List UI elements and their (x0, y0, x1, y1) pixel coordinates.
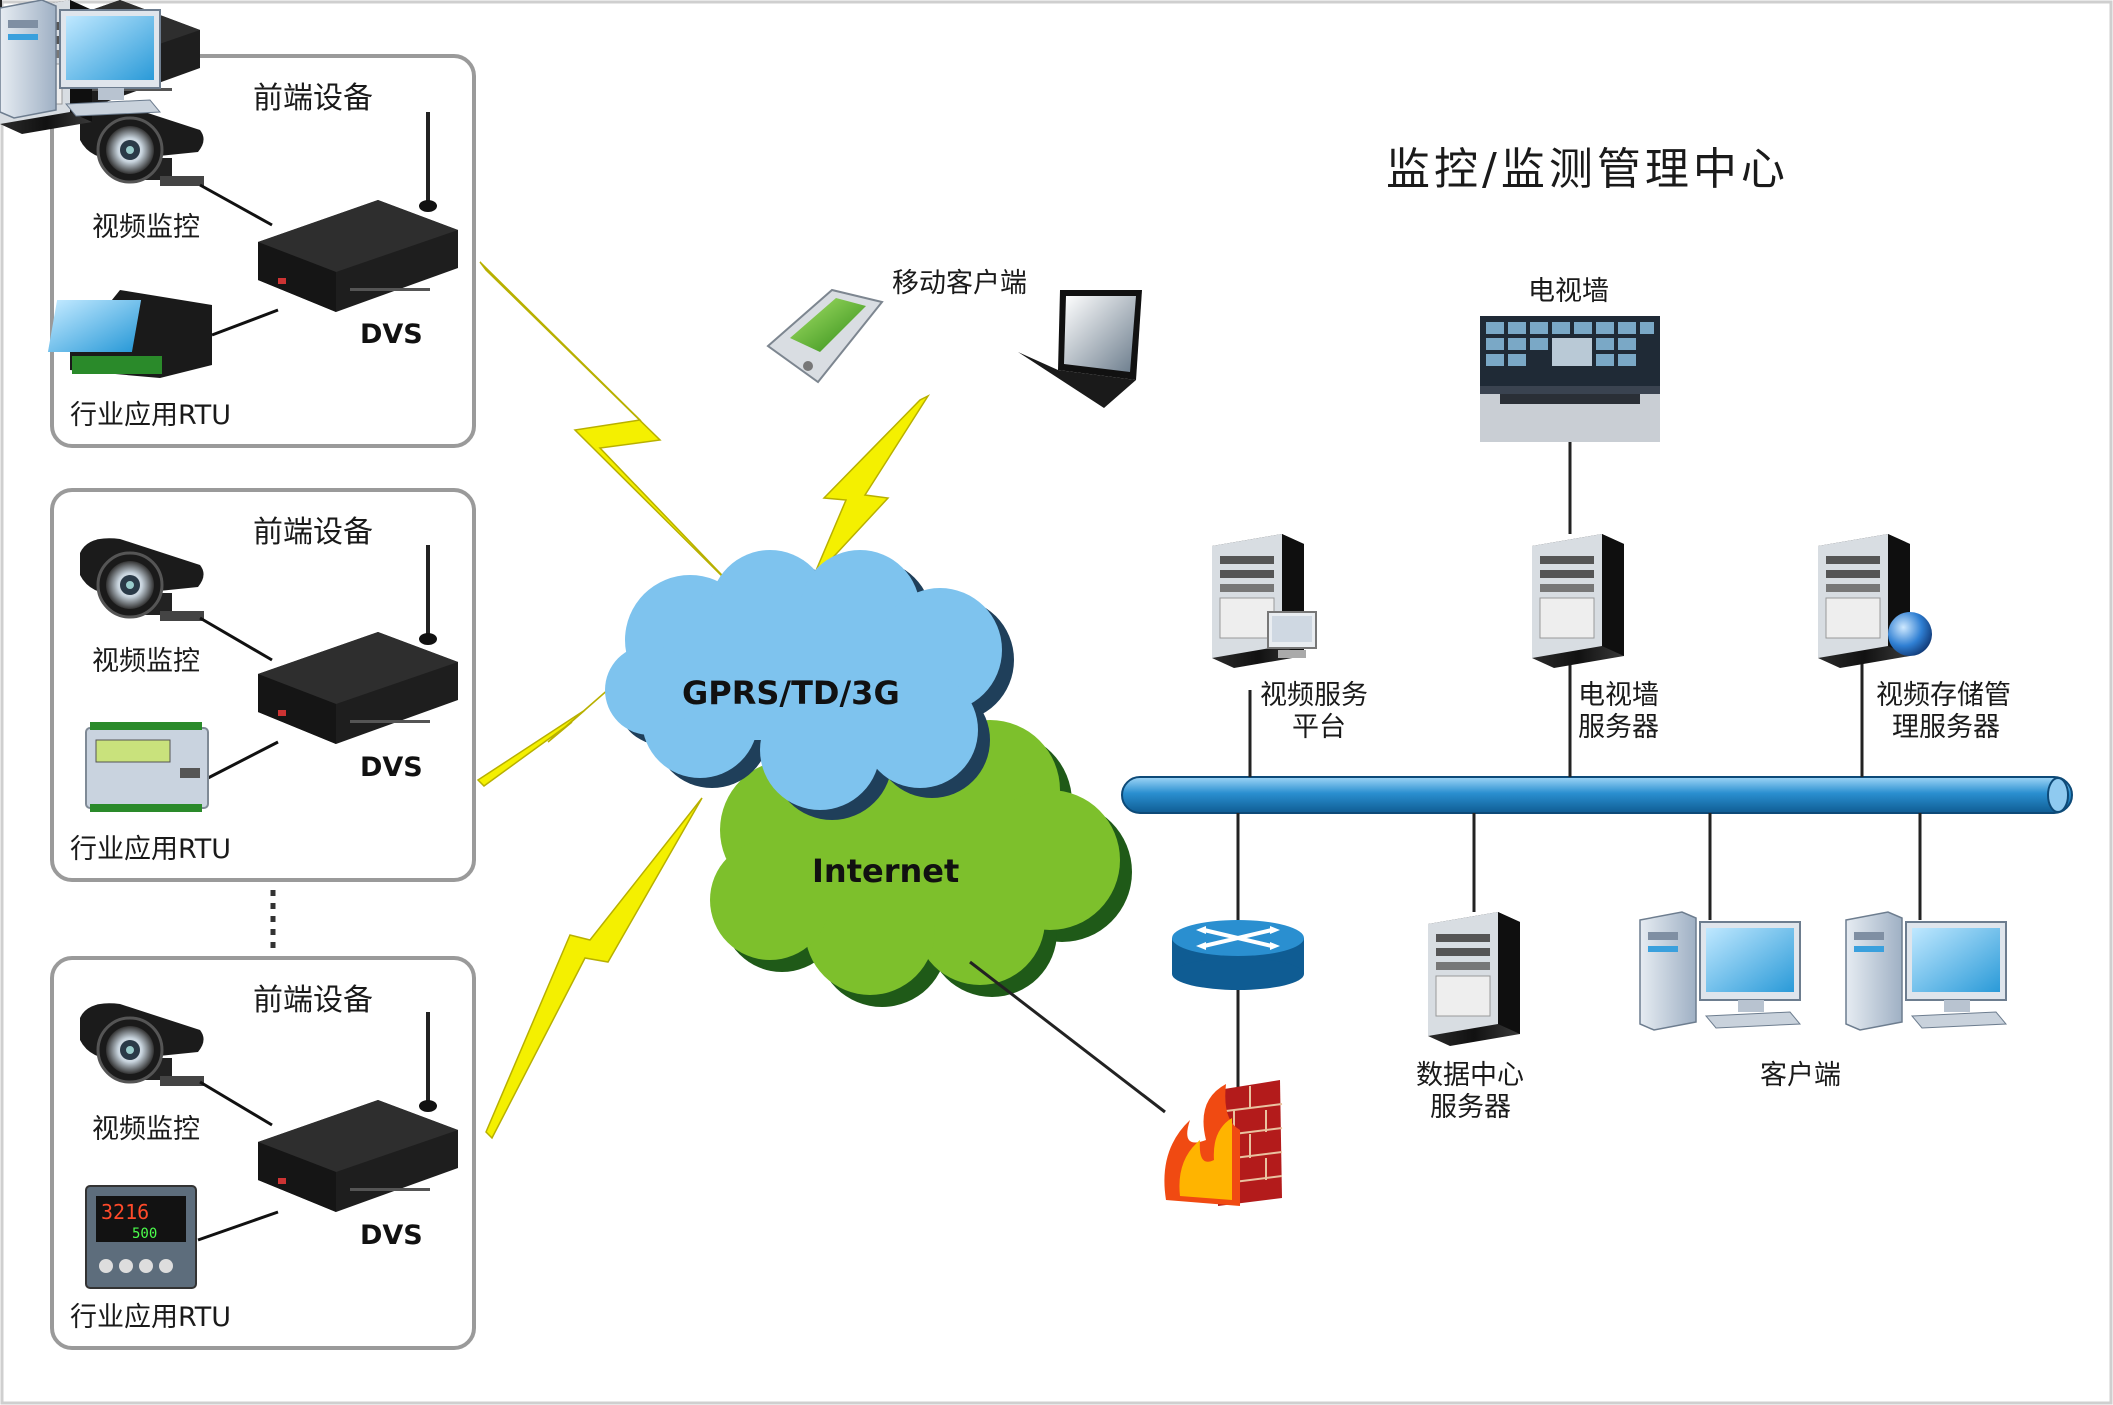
wireless-cloud-label: GPRS/TD/3G (682, 674, 900, 712)
group-2-dvs-label: DVS (360, 752, 423, 783)
monitor-icon (1267, 611, 1317, 658)
link-camera-dvs (199, 183, 273, 227)
group-1-rtu-label: 行业应用RTU (70, 400, 231, 431)
group-2-camera-label: 视频监控 (92, 646, 200, 677)
laptop-icon (1018, 290, 1142, 408)
client-computer-icon (0, 0, 162, 119)
wireless-links (476, 261, 931, 1140)
group-2-title: 前端设备 (253, 515, 373, 550)
pda-icon (766, 288, 884, 384)
link-rtu-dvs (211, 308, 279, 337)
group-3-title: 前端设备 (253, 983, 373, 1018)
group-3-dvs-label: DVS (360, 1220, 423, 1251)
group-2-rtu-label: 行业应用RTU (70, 834, 231, 865)
storage-server-label-2: 理服务器 (1892, 712, 2000, 743)
data-center-label-1: 数据中心 (1416, 1060, 1524, 1091)
rtu-display-bottom: 500 (132, 1226, 157, 1242)
link-rtu-dvs (207, 740, 279, 780)
connector-lines (969, 442, 1922, 1114)
lightning-icon (485, 797, 703, 1140)
rtu-controller-icon: 3216 500 (85, 1185, 197, 1289)
group-3-camera-label: 视频监控 (92, 1114, 200, 1145)
wireless-cloud: GPRS/TD/3G (605, 550, 1014, 820)
video-platform-label-1: 视频服务 (1260, 680, 1368, 711)
data-center-label-2: 服务器 (1430, 1092, 1511, 1123)
rtu-display-top: 3216 (101, 1200, 149, 1224)
tv-wall-server-label-2: 服务器 (1578, 712, 1659, 743)
lightning-icon (479, 261, 743, 597)
globe-icon (1888, 612, 1932, 656)
group-1-title: 前端设备 (253, 81, 373, 116)
storage-server-label-1: 视频存储管 (1876, 680, 2011, 711)
link-camera-dvs (199, 1080, 273, 1127)
internet-cloud-label: Internet (812, 852, 959, 890)
router-icon (1172, 920, 1304, 990)
link-rtu-dvs (197, 1210, 279, 1242)
tv-wall-image (1480, 316, 1660, 442)
lightning-icon (476, 659, 643, 787)
rtu-panel-icon (47, 290, 212, 378)
mobile-client-label: 移动客户端 (892, 268, 1027, 299)
video-platform-label-2: 平台 (1292, 712, 1346, 743)
tv-wall-label: 电视墙 (1528, 276, 1609, 307)
group-3-rtu-label: 行业应用RTU (70, 1302, 231, 1333)
tv-wall-server-label-1: 电视墙 (1578, 680, 1659, 711)
link-camera-dvs (199, 616, 273, 662)
rtu-module-icon (85, 722, 209, 812)
group-1-dvs-label: DVS (360, 319, 423, 350)
network-bus (1121, 776, 2073, 814)
firewall-icon (1164, 1080, 1283, 1206)
lightning-icon (811, 394, 931, 581)
client-label: 客户端 (1760, 1060, 1841, 1091)
center-title: 监控/监测管理中心 (1386, 144, 1789, 195)
group-1-camera-label: 视频监控 (92, 212, 200, 243)
